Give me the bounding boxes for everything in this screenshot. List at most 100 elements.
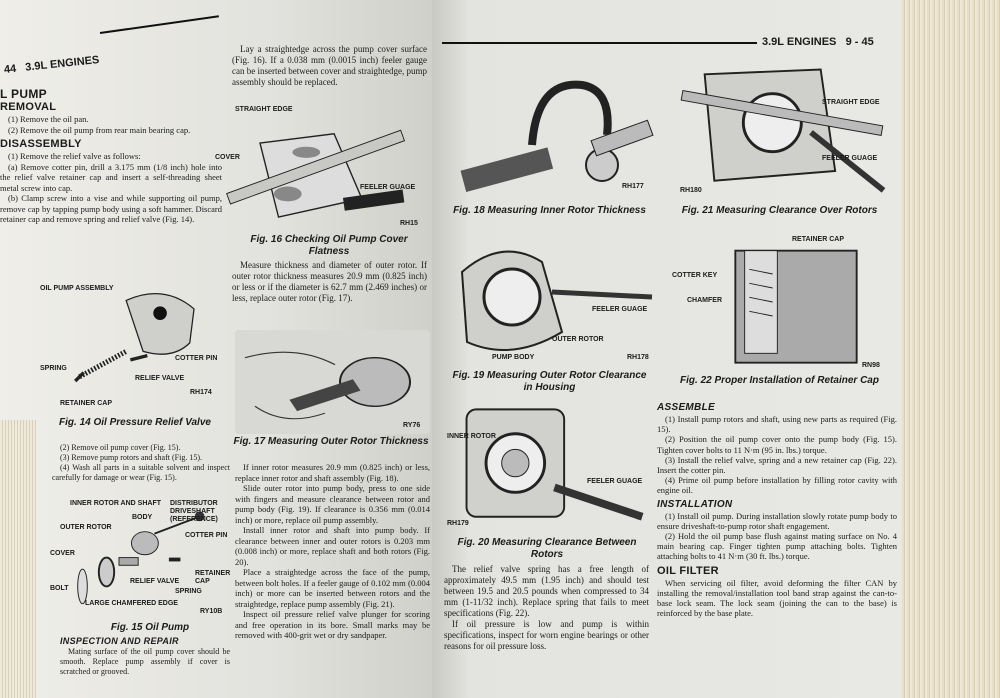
label-spring: SPRING <box>40 365 67 372</box>
section-title: L PUMP <box>0 87 47 101</box>
paragraph: (1) Remove the relief valve as follows: <box>8 151 141 161</box>
figure-code: RH179 <box>447 520 469 527</box>
fig15-caption: Fig. 15 Oil Pump <box>110 622 190 633</box>
paragraph: If oil pressure is low and pump is withi… <box>444 619 649 651</box>
fig18-illustration: RH177 <box>442 55 657 200</box>
paragraph: (2) Remove the oil pump from rear main b… <box>8 124 191 135</box>
label-straight-edge: STRAIGHT EDGE <box>822 99 880 106</box>
paragraph: (2) Hold the oil pump base flush against… <box>657 531 897 562</box>
fig19-illustration: FEELER GUAGE OUTER ROTOR PUMP BODY RH178 <box>442 232 657 367</box>
paragraph: Lay a straightedge across the pump cover… <box>232 44 427 87</box>
label-spring: SPRING <box>175 588 202 595</box>
measure-outer-rotor-text: Measure thickness and diameter of outer … <box>232 260 427 304</box>
inspection-heading: INSPECTION AND REPAIR <box>60 636 179 646</box>
left-page: 44 3.9L ENGINES L PUMP REMOVAL (1) Remov… <box>0 0 442 698</box>
fig20-caption: Fig. 20 Measuring Clearance Between Roto… <box>457 537 637 560</box>
fig15-illustration: INNER ROTOR AND SHAFT DISTRIBUTOR DRIVES… <box>50 500 235 620</box>
paragraph: (a) Remove cotter pin, drill a 3.175 mm … <box>0 161 222 193</box>
paragraph: Slide outer rotor into pump body, press … <box>235 483 430 525</box>
running-header-left: 44 3.9L ENGINES <box>3 54 100 76</box>
paragraph: The relief valve spring has a free lengt… <box>444 564 649 618</box>
label-cover: COVER <box>215 154 240 161</box>
page-number: 44 <box>3 62 17 76</box>
left-column-1-top: L PUMP REMOVAL (1) Remove the oil pan. (… <box>0 88 222 225</box>
label-bolt: BOLT <box>50 585 69 592</box>
label-cotter-pin: COTTER PIN <box>175 355 218 362</box>
relief-spring-text: The relief valve spring has a free lengt… <box>444 564 649 652</box>
label-retainer-cap: RETAINER CAP <box>60 400 112 407</box>
fig21-illustration: STRAIGHT EDGE FEELER GUAGE RH180 <box>672 55 892 200</box>
label-pump-body: PUMP BODY <box>492 354 535 361</box>
removal-heading: REMOVAL <box>0 101 57 113</box>
paragraph: When servicing oil filter, avoid deformi… <box>657 577 897 619</box>
header-rule <box>442 42 757 44</box>
label-feeler-gauge: FEELER GUAGE <box>587 478 643 485</box>
paragraph: (1) Install pump rotors and shaft, using… <box>657 414 897 435</box>
fig14-illustration: OIL PUMP ASSEMBLY COTTER PIN SPRING RELI… <box>40 275 225 415</box>
fig22-illustration: RETAINER CAP COTTER KEY CHAMFER RN98 <box>672 232 892 372</box>
disassembly-heading: DISASSEMBLY <box>0 138 82 150</box>
label-cotter-key: COTTER KEY <box>672 272 718 279</box>
label-retainer-cap: RETAINER CAP <box>792 236 844 243</box>
label-straight-edge: STRAIGHT EDGE <box>235 106 293 113</box>
left-column-2-intro: Lay a straightedge across the pump cover… <box>232 44 427 88</box>
section-name: 3.9L ENGINES <box>24 54 100 74</box>
fig14-caption: Fig. 14 Oil Pressure Relief Valve <box>59 417 211 428</box>
paragraph: Install inner rotor and shaft into pump … <box>235 525 430 567</box>
label-relief-valve: RELIEF VALVE <box>130 578 180 585</box>
running-header-right: 3.9L ENGINES 9 - 45 <box>762 36 874 48</box>
page-number: 9 - 45 <box>845 36 874 48</box>
oil-filter-heading: OIL FILTER <box>657 564 719 577</box>
figure-code: RN98 <box>862 362 880 369</box>
label-feeler-gauge: FEELER GUAGE <box>822 155 878 162</box>
fig20-illustration: INNER ROTOR FEELER GUAGE RH179 <box>447 398 652 533</box>
left-steps-after-fig14: (2) Remove oil pump cover (Fig. 15). (3)… <box>52 443 230 483</box>
label-body: BODY <box>132 514 153 521</box>
right-page: 3.9L ENGINES 9 - 45 RH177 Fig. 18 Measur… <box>432 0 902 698</box>
label-inner-rotor: INNER ROTOR AND SHAFT <box>70 500 161 507</box>
inspection-section: INSPECTION AND REPAIR Mating surface of … <box>60 636 230 677</box>
paragraph: (4) Wash all parts in a suitable solvent… <box>52 463 230 482</box>
paragraph: (2) Position the oil pump cover onto the… <box>657 434 897 455</box>
label-chamfer: CHAMFER <box>687 297 722 304</box>
label-outer-rotor: OUTER ROTOR <box>552 336 604 343</box>
fig16-illustration: STRAIGHT EDGE COVER FEELER GUAGE RH15 <box>215 106 430 231</box>
label-cover: COVER <box>50 550 75 557</box>
label-inner-rotor: INNER ROTOR <box>447 433 496 440</box>
label-relief-valve: RELIEF VALVE <box>135 375 185 382</box>
paragraph: (1) Remove the oil pan. <box>8 114 89 124</box>
label-distributor-driveshaft: DISTRIBUTOR DRIVESHAFT (REFERENCE) <box>170 500 218 523</box>
assemble-heading: ASSEMBLE <box>657 402 715 413</box>
fig16-caption: Fig. 16 Checking Oil Pump Cover Flatness <box>250 234 408 257</box>
paragraph: If inner rotor measures 20.9 mm (0.825 i… <box>235 462 430 483</box>
paragraph: (2) Remove oil pump cover (Fig. 15). <box>60 443 181 452</box>
paragraph: Measure thickness and diameter of outer … <box>232 260 427 303</box>
paragraph: (3) Install the relief valve, spring and… <box>657 454 897 476</box>
right-column-2-text: ASSEMBLE (1) Install pump rotors and sha… <box>657 402 897 618</box>
page-edges-left <box>0 420 36 698</box>
paragraph: (4) Prime oil pump before installation b… <box>657 475 897 496</box>
figure-code: RH180 <box>680 187 702 194</box>
fig18-caption: Fig. 18 Measuring Inner Rotor Thickness <box>453 205 646 216</box>
figure-code: RY76 <box>403 422 421 429</box>
paragraph: (1) Install oil pump. During installatio… <box>657 510 897 531</box>
paragraph: Inspect oil pressure relief valve plunge… <box>235 609 430 640</box>
label-feeler-gauge: FEELER GUAGE <box>360 184 416 191</box>
label-feeler-gauge: FEELER GUAGE <box>592 306 648 313</box>
label-outer-rotor: OUTER ROTOR <box>60 524 112 531</box>
left-column-2-rest: If inner rotor measures 20.9 mm (0.825 i… <box>235 462 430 641</box>
paragraph: Place a straightedge across the face of … <box>235 567 430 609</box>
installation-heading: INSTALLATION <box>657 498 733 510</box>
figure-code: RH174 <box>190 389 212 396</box>
label-chamfered-edge: LARGE CHAMFERED EDGE <box>85 600 178 607</box>
figure-code: RH178 <box>627 354 649 361</box>
header-rule <box>99 15 219 34</box>
fig17-illustration: RY76 <box>235 330 430 434</box>
fig19-caption: Fig. 19 Measuring Outer Rotor Clearance … <box>452 370 647 393</box>
section-name: 3.9L ENGINES <box>762 36 837 48</box>
figure-code: RH177 <box>622 183 644 190</box>
fig21-caption: Fig. 21 Measuring Clearance Over Rotors <box>681 205 878 216</box>
paragraph: (b) Clamp screw into a vise and while su… <box>0 193 222 224</box>
label-cotter-pin: COTTER PIN <box>185 532 228 539</box>
label-retainer-cap: RETAINER CAP <box>195 570 231 585</box>
